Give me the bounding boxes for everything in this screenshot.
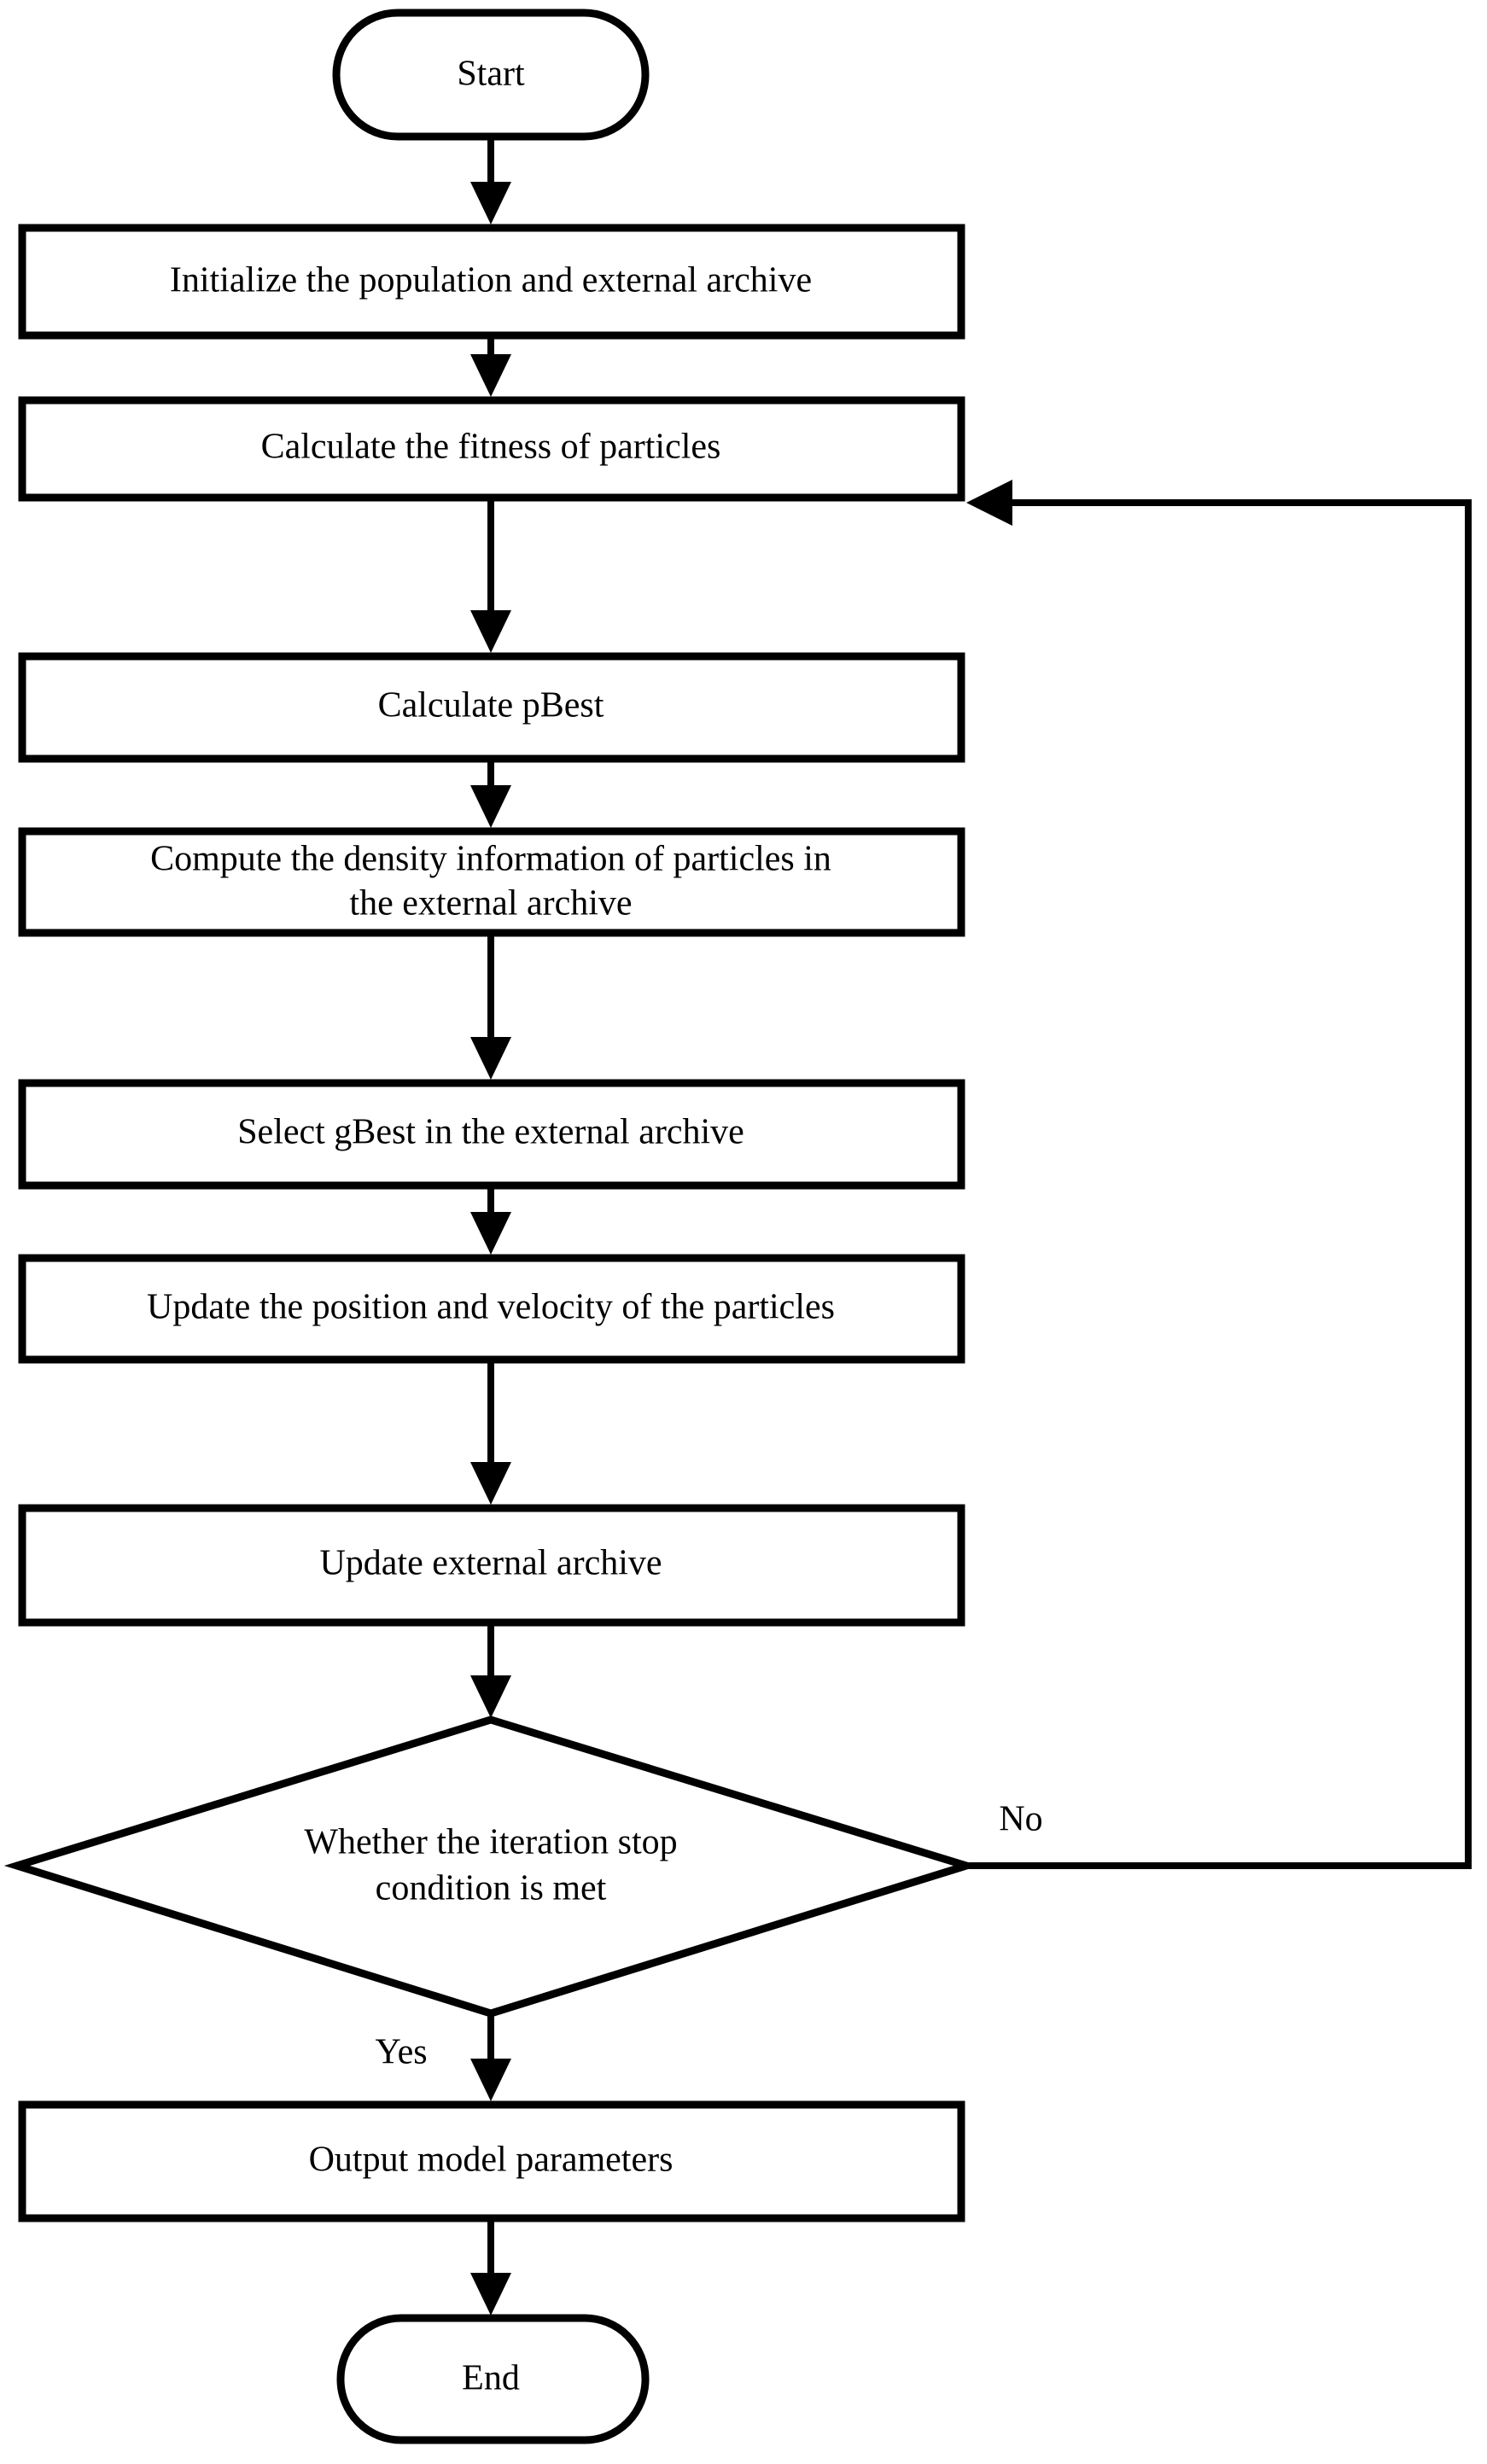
connector-update-archive-to-decision (470, 1626, 511, 1718)
node-output-model-parameters[interactable]: Output model parameters (18, 2100, 965, 2222)
node-compute-density[interactable]: Compute the density information of parti… (18, 827, 965, 937)
node-update-external-archive-label: Update external archive (319, 1544, 662, 1583)
node-calculate-pbest-label: Calculate pBest (378, 686, 604, 725)
node-decision-iteration-stop-label-line1: Whether the iteration stop (304, 1823, 677, 1862)
connector-gbest-to-update-pos (470, 1189, 511, 1255)
connector-fitness-to-pbest (470, 501, 511, 653)
connector-density-to-gbest (470, 936, 511, 1080)
node-compute-density-label-line2: the external archive (349, 884, 632, 923)
node-start[interactable]: Start (332, 9, 650, 141)
edge-label-yes: Yes (375, 2033, 427, 2072)
node-calculate-fitness-label: Calculate the fitness of particles (261, 428, 721, 467)
node-select-gbest[interactable]: Select gBest in the external archive (18, 1079, 965, 1190)
connector-decision-no-feedback-loop (966, 480, 1472, 1869)
edge-label-no: No (999, 1800, 1042, 1839)
node-calculate-pbest[interactable]: Calculate pBest (18, 652, 965, 763)
connector-output-to-end (470, 2222, 511, 2315)
node-initialize-population[interactable]: Initialize the population and external a… (18, 224, 965, 340)
connector-update-pos-to-update-archive (470, 1363, 511, 1505)
node-compute-density-label-line1: Compute the density information of parti… (150, 840, 831, 879)
node-calculate-fitness[interactable]: Calculate the fitness of particles (18, 396, 965, 502)
connector-start-to-initialize (470, 137, 511, 224)
connector-initialize-to-fitness (470, 339, 511, 397)
node-select-gbest-label: Select gBest in the external archive (237, 1113, 744, 1152)
node-decision-iteration-stop-label-line2: condition is met (376, 1869, 607, 1908)
node-initialize-population-label: Initialize the population and external a… (170, 261, 812, 300)
connector-decision-yes-to-output (470, 2016, 511, 2101)
node-update-position-velocity[interactable]: Update the position and velocity of the … (18, 1254, 965, 1364)
node-output-model-parameters-label: Output model parameters (309, 2141, 674, 2180)
node-update-position-velocity-label: Update the position and velocity of the … (147, 1288, 835, 1327)
node-update-external-archive[interactable]: Update external archive (18, 1504, 965, 1627)
connector-pbest-to-density (470, 762, 511, 828)
node-end-label: End (462, 2359, 520, 2398)
node-decision-iteration-stop[interactable]: Whether the iteration stop condition is … (3, 1715, 980, 2018)
node-end[interactable]: End (336, 2314, 650, 2444)
node-start-label: Start (457, 55, 525, 94)
